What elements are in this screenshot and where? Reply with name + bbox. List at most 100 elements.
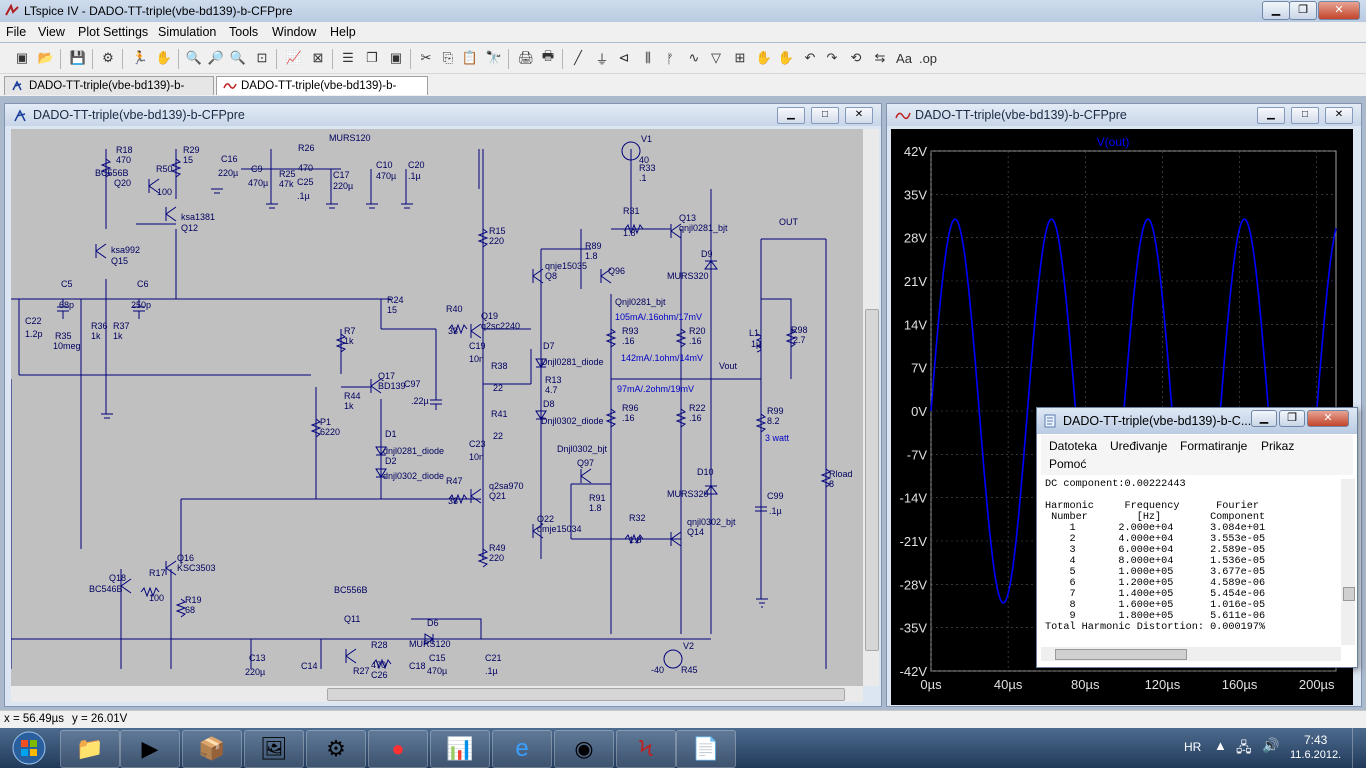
component-label[interactable]: C25 bbox=[297, 177, 314, 187]
schematic-vertical-thumb[interactable] bbox=[865, 309, 879, 651]
schematic-annotation[interactable]: 142mA/.1ohm/14mV bbox=[621, 353, 703, 363]
component-label[interactable]: C14 bbox=[301, 661, 318, 671]
zoom-in-icon[interactable]: 🔍 bbox=[185, 50, 203, 65]
print-icon[interactable]: 🖶 bbox=[541, 48, 555, 63]
component-label[interactable]: 470µ bbox=[248, 178, 268, 188]
component-label[interactable]: MURS320 bbox=[667, 489, 709, 499]
zoom-out-icon[interactable]: 🔍 bbox=[229, 50, 247, 65]
component-label[interactable]: 22 bbox=[493, 431, 503, 441]
component-label[interactable]: 1.8 bbox=[629, 535, 642, 545]
component-label[interactable]: 6220 bbox=[320, 427, 340, 437]
taskbar-mixer[interactable]: ⚙ bbox=[306, 730, 366, 768]
component-label[interactable]: ksa992 bbox=[111, 245, 140, 255]
component-label[interactable]: C20 bbox=[408, 160, 425, 170]
component-label[interactable]: 4.7 bbox=[545, 385, 558, 395]
taskbar-internet-explorer[interactable]: e bbox=[492, 730, 552, 768]
component-label[interactable]: C5 bbox=[61, 279, 73, 289]
component-label[interactable]: 68p bbox=[59, 300, 74, 310]
component-label[interactable]: 47k bbox=[279, 179, 294, 189]
menu-help[interactable]: Help bbox=[330, 25, 356, 39]
component-label[interactable]: .16 bbox=[689, 413, 702, 423]
component-label[interactable]: MURS120 bbox=[329, 133, 371, 143]
new-schematic-icon[interactable]: ▣ bbox=[15, 50, 29, 65]
move-icon[interactable]: ✋ bbox=[755, 50, 773, 65]
component-label[interactable]: 1k bbox=[113, 331, 123, 341]
waveform-maximize-button[interactable]: □ bbox=[1291, 107, 1319, 124]
component-label[interactable]: 68 bbox=[185, 605, 195, 615]
component-label[interactable]: R40 bbox=[446, 304, 463, 314]
menu-tools[interactable]: Tools bbox=[229, 25, 259, 39]
component-label[interactable]: Vout bbox=[719, 361, 738, 371]
component-label[interactable]: R27 bbox=[353, 666, 370, 676]
component-label[interactable]: R41 bbox=[491, 409, 508, 419]
component-label[interactable]: R29 bbox=[183, 145, 200, 155]
component-label[interactable]: Q11 bbox=[344, 614, 360, 624]
schematic-annotation[interactable]: 3 watt bbox=[765, 433, 790, 443]
component-label[interactable]: 220µ bbox=[218, 168, 238, 178]
mirror-icon[interactable]: ⇆ bbox=[874, 50, 886, 65]
component-label[interactable]: C19 bbox=[469, 341, 486, 351]
component-label[interactable]: 22 bbox=[493, 383, 503, 393]
component-label[interactable]: C23 bbox=[469, 439, 486, 449]
component-label[interactable]: Q15 bbox=[111, 256, 128, 266]
component-label[interactable]: 2.7 bbox=[793, 335, 806, 345]
autorange-icon[interactable]: 📈 bbox=[285, 50, 303, 65]
taskbar-oscilloscope[interactable]: 📊 bbox=[430, 730, 490, 768]
component-label[interactable]: 1.2p bbox=[25, 329, 43, 339]
component-label[interactable]: R98 bbox=[791, 325, 808, 335]
component-label[interactable]: 8.2 bbox=[767, 416, 780, 426]
component-label[interactable]: C6 bbox=[137, 279, 149, 289]
taskbar-ltspice[interactable]: Ϟ bbox=[616, 730, 676, 768]
clock-date[interactable]: 11.6.2012. bbox=[1290, 749, 1342, 761]
control-panel-icon[interactable]: ⚙ bbox=[102, 50, 114, 65]
schematic-horizontal-scrollbar[interactable] bbox=[11, 686, 863, 702]
taskbar-media-player[interactable]: ▶ bbox=[120, 730, 180, 768]
component-label[interactable]: Rload bbox=[829, 469, 853, 479]
notepad-menu-formatiranje[interactable]: Formatiranje bbox=[1180, 439, 1248, 453]
component-label[interactable]: D6 bbox=[427, 618, 439, 628]
component-label[interactable]: 470 bbox=[116, 155, 131, 165]
taskbar-package[interactable]: 📦 bbox=[182, 730, 242, 768]
component-label[interactable]: Q20 bbox=[114, 178, 131, 188]
component-label[interactable]: Q16 bbox=[177, 553, 194, 563]
component-label[interactable]: KSC3503 bbox=[177, 563, 216, 573]
tab-schematic[interactable]: DADO-TT-triple(vbe-bd139)-b-CFPre bbox=[4, 76, 214, 111]
show-desktop-button[interactable] bbox=[1352, 728, 1366, 768]
cascade-icon[interactable]: ❐ bbox=[366, 50, 378, 65]
component-label[interactable]: .16 bbox=[622, 336, 635, 346]
component-label[interactable]: R38 bbox=[491, 361, 508, 371]
component-label[interactable]: D2 bbox=[385, 456, 397, 466]
volume-icon[interactable]: 🔊 bbox=[1262, 737, 1280, 753]
label-net-icon[interactable]: ⊲ bbox=[618, 50, 630, 65]
component-label[interactable]: 470µ bbox=[376, 171, 396, 181]
schematic-maximize-button[interactable]: □ bbox=[811, 107, 839, 124]
tab-waveform[interactable]: DADO-TT-triple(vbe-bd139)-b-CFPpre bbox=[216, 76, 428, 111]
drag-icon[interactable]: ✋ bbox=[777, 50, 795, 65]
component-label[interactable]: ksa1381 bbox=[181, 212, 215, 222]
close-window-icon[interactable]: ▣ bbox=[389, 50, 403, 65]
tile-horizontal-icon[interactable]: ☰ bbox=[342, 50, 354, 65]
component-label[interactable]: R22 bbox=[689, 403, 706, 413]
component-label[interactable]: 1.8 bbox=[585, 251, 598, 261]
undo-icon[interactable]: ↶ bbox=[804, 50, 816, 65]
component-label[interactable]: BC556B bbox=[95, 168, 129, 178]
component-label[interactable]: V2 bbox=[683, 641, 694, 651]
component-label[interactable]: .16 bbox=[689, 336, 702, 346]
component-label[interactable]: 15 bbox=[183, 155, 193, 165]
component-label[interactable]: Q18 bbox=[109, 573, 126, 583]
component-label[interactable]: .16 bbox=[622, 413, 635, 423]
component-label[interactable]: R36 bbox=[91, 321, 108, 331]
component-label[interactable]: R33 bbox=[639, 163, 656, 173]
component-label[interactable]: dnjl0281_diode bbox=[383, 446, 444, 456]
zoom-fit-icon[interactable]: ⊡ bbox=[256, 50, 268, 65]
component-label[interactable]: Q12 bbox=[181, 223, 198, 233]
component-label[interactable]: q2sc2240 bbox=[481, 321, 520, 331]
component-label[interactable]: Q13 bbox=[679, 213, 696, 223]
component-label[interactable]: Q17 bbox=[378, 371, 395, 381]
network-icon[interactable]: 🖧 bbox=[1236, 739, 1252, 755]
component-label[interactable]: P1 bbox=[320, 417, 331, 427]
text-icon[interactable]: Aa bbox=[896, 50, 912, 66]
component-label[interactable]: R24 bbox=[387, 295, 404, 305]
component-label[interactable]: 220µ bbox=[333, 181, 353, 191]
rotate-icon[interactable]: ⟲ bbox=[850, 50, 862, 65]
